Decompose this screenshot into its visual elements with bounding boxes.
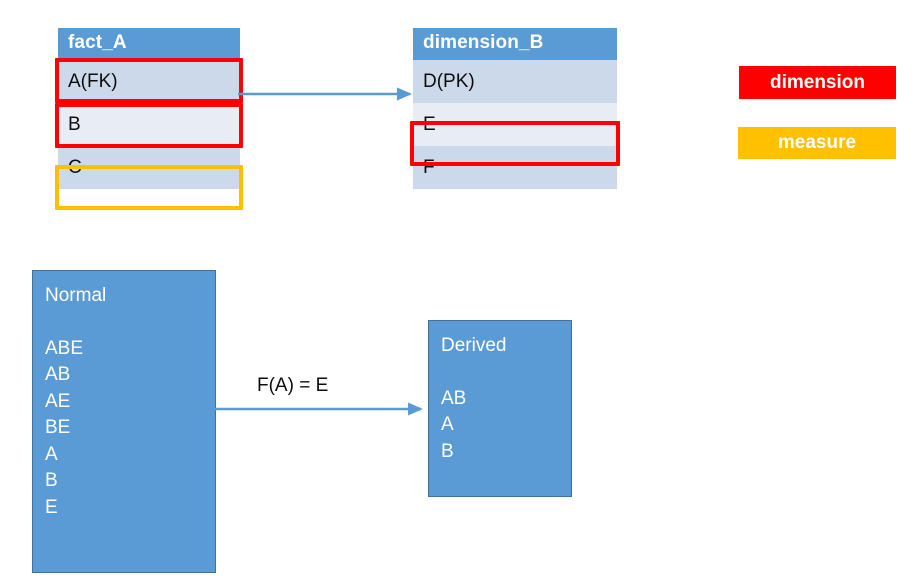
panel-item-normal-1: AB <box>45 364 71 385</box>
panel-item-normal-4: A <box>45 443 58 465</box>
er-table-fact-a: fact_A A(FK) B C <box>58 28 240 189</box>
connector-derivation <box>215 402 423 416</box>
panel-title-normal: Normal <box>45 285 107 306</box>
er-row-dimension-b-f[interactable]: F <box>413 146 617 189</box>
panel-item-derived-2: B <box>441 440 454 462</box>
er-row-dimension-b-e[interactable]: E <box>413 103 617 146</box>
panel-normal[interactable]: Normal ABE AB AE BE A B E <box>32 270 216 573</box>
panel-item-normal-3: BE <box>45 417 71 438</box>
er-row-fact-a-b[interactable]: B <box>58 103 240 146</box>
er-table-title-dimension-b: dimension_B <box>413 28 617 60</box>
panel-derived[interactable]: Derived AB A B <box>428 320 572 497</box>
connector-fk-link <box>238 87 412 101</box>
panel-item-normal-2: AE <box>45 390 71 412</box>
er-row-fact-a-c[interactable]: C <box>58 146 240 189</box>
er-row-dimension-b-dpk[interactable]: D(PK) <box>413 60 617 103</box>
er-row-fact-a-afk[interactable]: A(FK) <box>58 60 240 103</box>
er-table-dimension-b: dimension_B D(PK) E F <box>413 28 617 189</box>
legend-item-dimension[interactable]: dimension <box>739 66 896 99</box>
panel-item-normal-0: ABE <box>45 337 84 359</box>
panel-item-derived-0: AB <box>441 387 467 409</box>
legend-label-dimension: dimension <box>769 71 865 93</box>
legend-label-measure: measure <box>777 132 857 153</box>
panel-title-derived: Derived <box>441 335 507 356</box>
er-table-title-fact-a: fact_A <box>58 28 240 60</box>
panel-item-derived-1: A <box>441 414 454 435</box>
connector-label-derivation: F(A) = E <box>257 375 329 396</box>
panel-item-normal-6: E <box>45 496 58 518</box>
legend-item-measure[interactable]: measure <box>738 127 896 159</box>
panel-item-normal-5: B <box>45 470 58 491</box>
